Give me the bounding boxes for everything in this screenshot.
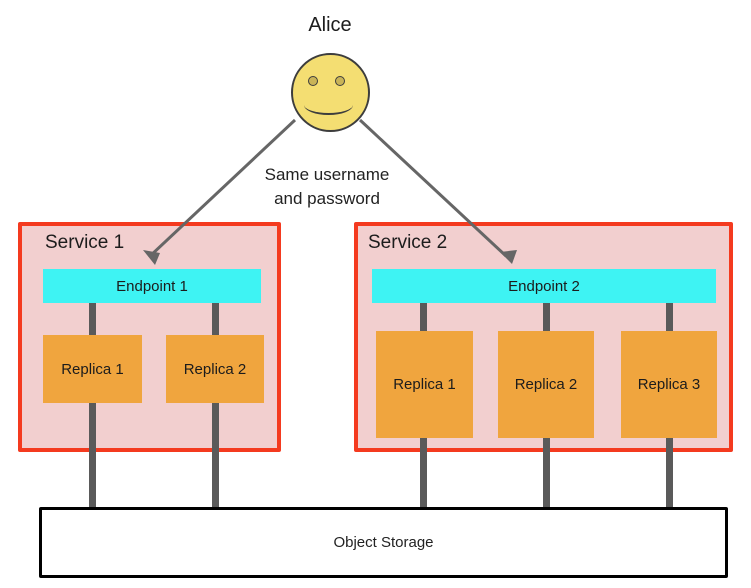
- connector-service1-replica2: [212, 300, 219, 512]
- annotation-line-2: and password: [274, 189, 380, 208]
- left-eye-icon: [308, 76, 318, 86]
- service-2-replica-1: Replica 1: [376, 331, 473, 438]
- service-1-replica-1: Replica 1: [43, 335, 142, 403]
- smile-icon: [304, 95, 353, 115]
- service-2-endpoint: Endpoint 2: [372, 269, 716, 303]
- object-storage-box: Object Storage: [39, 507, 728, 578]
- connector-service1-replica1: [89, 300, 96, 512]
- right-eye-icon: [335, 76, 345, 86]
- service-1-replica-2: Replica 2: [166, 335, 264, 403]
- annotation-text: Same username and password: [227, 163, 427, 211]
- service-1-endpoint: Endpoint 1: [43, 269, 261, 303]
- service-2-replica-3: Replica 3: [621, 331, 717, 438]
- service-2-title: Service 2: [368, 232, 448, 253]
- service-2-replica-2: Replica 2: [498, 331, 594, 438]
- object-storage-label: Object Storage: [333, 534, 434, 551]
- smiley-face-icon: [291, 53, 370, 132]
- service-1-title: Service 1: [45, 232, 125, 253]
- annotation-line-1: Same username: [264, 165, 390, 184]
- user-label: Alice: [308, 14, 352, 36]
